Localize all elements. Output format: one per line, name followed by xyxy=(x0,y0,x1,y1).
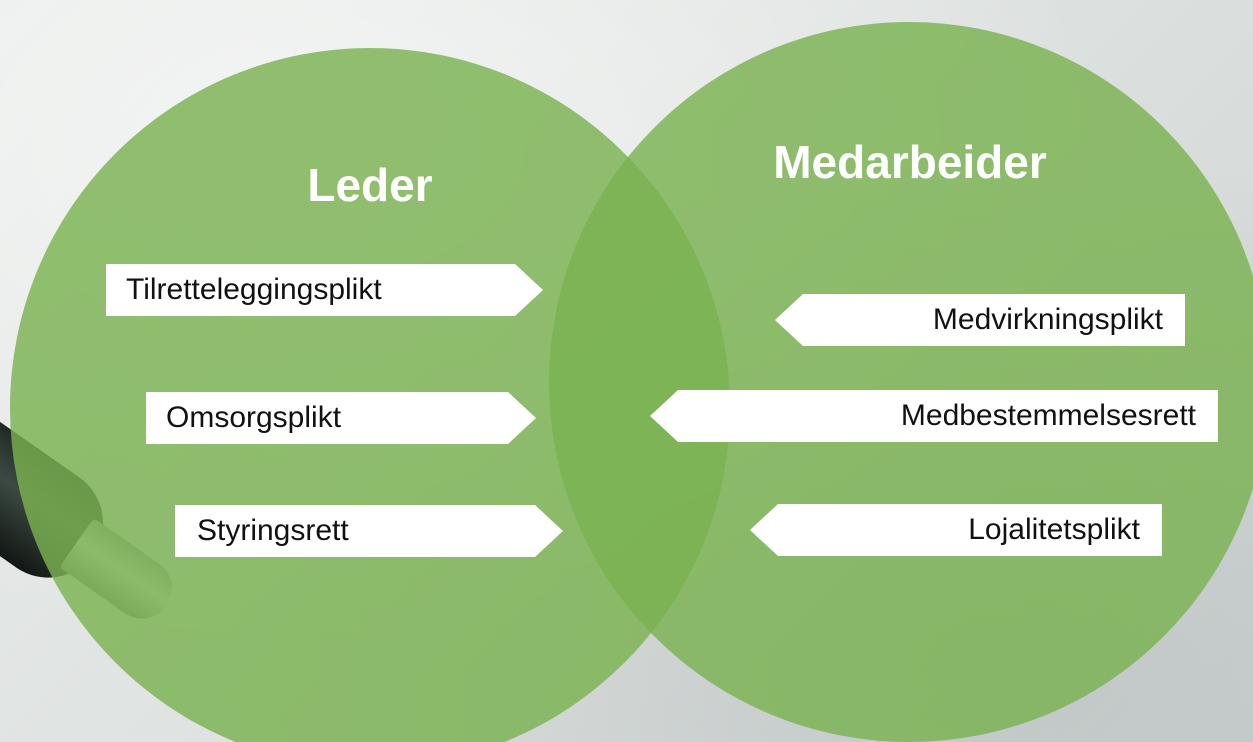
medarbeider-title: Medarbeider xyxy=(773,136,1047,188)
arrow-label-lojalitetsplikt: Lojalitetsplikt xyxy=(750,504,1162,556)
medarbeider-circle xyxy=(549,22,1253,742)
leder-title: Leder xyxy=(307,159,433,211)
arrow-label-medbestemmelsesrett: Medbestemmelsesrett xyxy=(650,390,1218,442)
arrow-label-styringsrett: Styringsrett xyxy=(175,505,563,557)
arrow-label-tilretteleggingsplikt: Tilretteleggingsplikt xyxy=(106,264,543,316)
arrow-label-medvirkningsplikt: Medvirkningsplikt xyxy=(775,294,1185,346)
arrow-label-omsorgsplikt: Omsorgsplikt xyxy=(146,392,536,444)
